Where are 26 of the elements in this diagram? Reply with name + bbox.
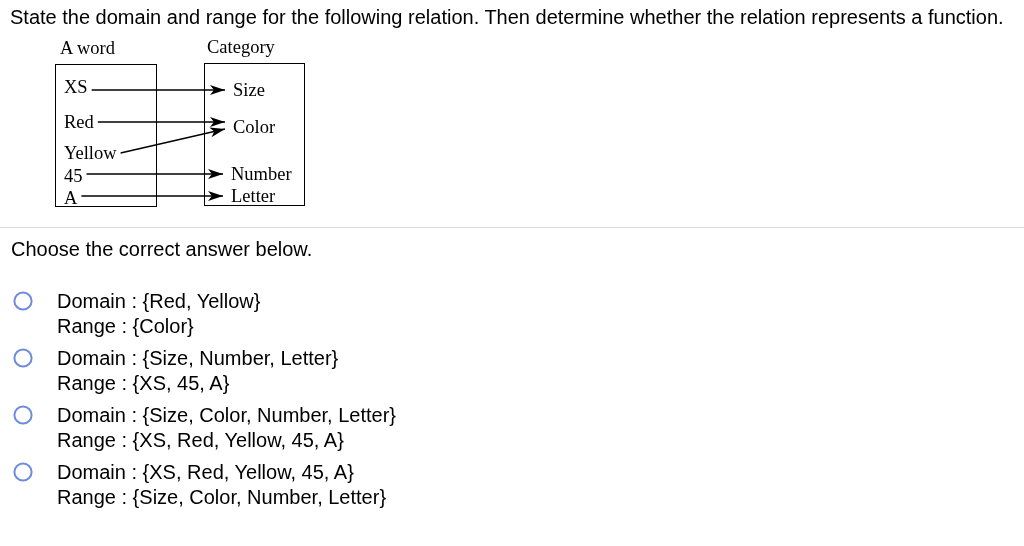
element-label: XS bbox=[64, 77, 88, 97]
arrow bbox=[85, 169, 224, 179]
element-label: Letter bbox=[231, 186, 276, 206]
answer-option-text: Domain : {Size, Color, Number, Letter} bbox=[57, 403, 397, 428]
element-label: Number bbox=[231, 164, 292, 184]
element-label: Size bbox=[233, 80, 265, 100]
answer-option-text: Range : {Color} bbox=[57, 314, 194, 339]
answer-option-text: Range : {XS, 45, A} bbox=[57, 371, 230, 396]
arrow bbox=[119, 127, 226, 154]
element-label: 45 bbox=[64, 166, 83, 186]
arrow bbox=[80, 191, 224, 201]
element-label: Yellow bbox=[64, 143, 117, 163]
answer-option-text: Domain : {Size, Number, Letter} bbox=[57, 346, 339, 371]
answer-option-text: Range : {XS, Red, Yellow, 45, A} bbox=[57, 428, 344, 453]
instruction-text: Choose the correct answer below. bbox=[11, 238, 313, 261]
arrow bbox=[91, 85, 226, 95]
answer-option-text: Range : {Size, Color, Number, Letter} bbox=[57, 485, 387, 510]
answer-option-text: Domain : {Red, Yellow} bbox=[57, 289, 261, 314]
arrow bbox=[97, 117, 226, 127]
question-text: State the domain and range for the following relation. Then determine whether the relation represents a function. bbox=[10, 6, 1004, 29]
element-label: A bbox=[64, 188, 78, 208]
element-label: Color bbox=[233, 117, 276, 137]
answer-option-text: Domain : {XS, Red, Yellow, 45, A} bbox=[57, 460, 354, 485]
element-label: Red bbox=[64, 112, 94, 132]
set-heading: A word bbox=[60, 38, 115, 58]
set-heading: Category bbox=[207, 37, 275, 57]
